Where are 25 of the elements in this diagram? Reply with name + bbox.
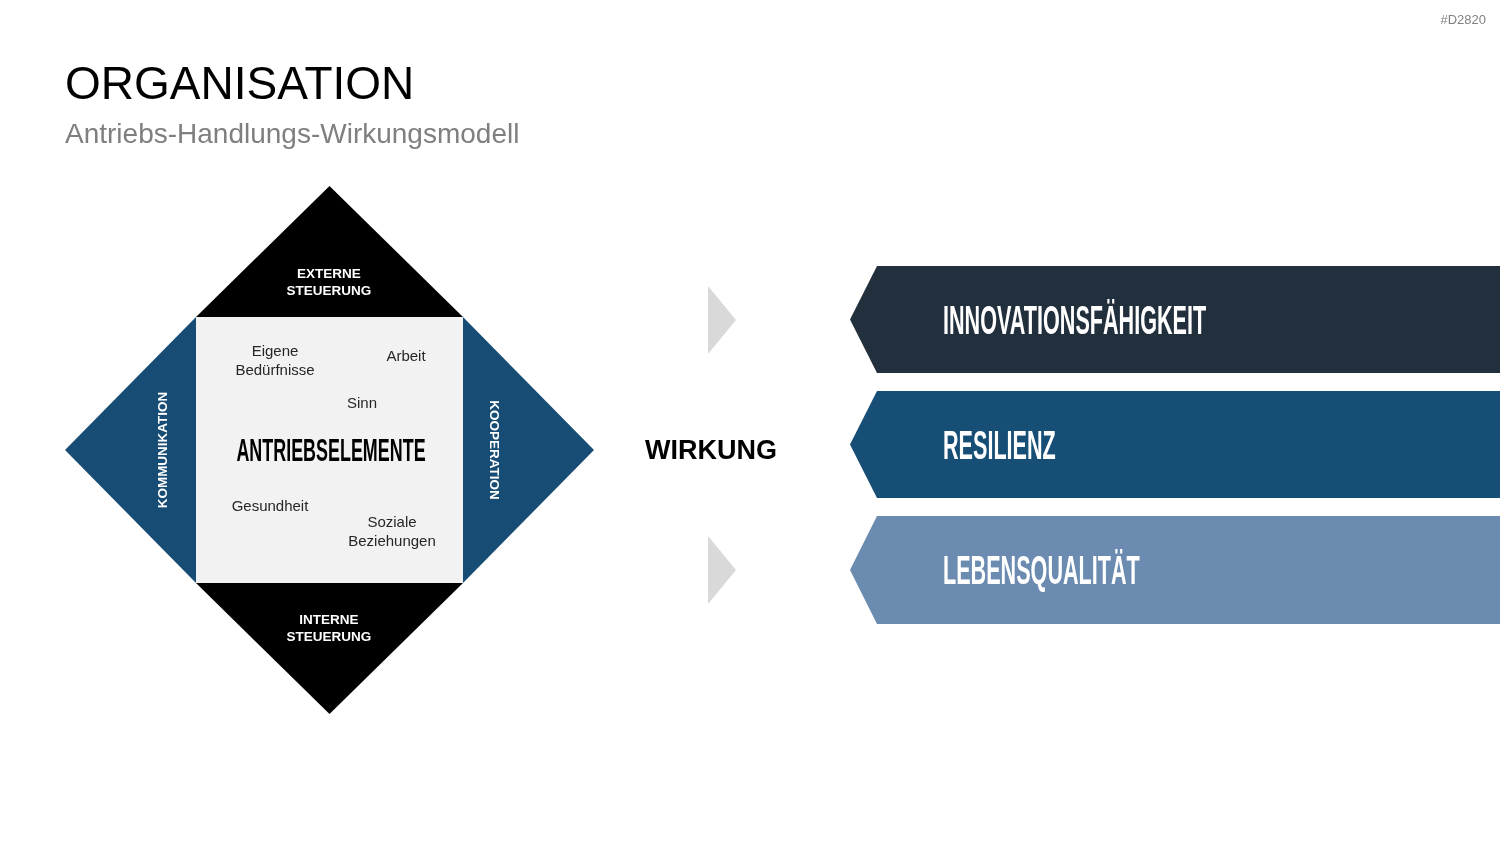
driver-label: Soziale Beziehungen bbox=[347, 513, 437, 551]
pentagon-banner bbox=[850, 391, 1500, 498]
subtitle: Antriebs-Handlungs-Wirkungsmodell bbox=[65, 117, 520, 151]
triangle-segment bbox=[196, 583, 463, 714]
triangle-segment bbox=[65, 317, 196, 583]
segment-label: KOOPERATION bbox=[486, 400, 503, 500]
triangle-segment bbox=[196, 186, 463, 317]
driver-label: Arbeit bbox=[386, 346, 426, 366]
segment-label: EXTERNE STEUERUNG bbox=[285, 266, 373, 300]
driver-label: Sinn bbox=[347, 393, 377, 413]
driver-label: Eigene Bedürfnisse bbox=[234, 342, 316, 380]
panel-heading: ANTRIEBSELEMENTE bbox=[236, 433, 426, 469]
section-heading: WIRKUNG bbox=[645, 434, 777, 468]
segment-label: KOMMUNIKATION bbox=[154, 391, 171, 509]
segment-label: INTERNE STEUERUNG bbox=[285, 612, 373, 646]
banner-label: INNOVATIONSFÄHIGKEIT bbox=[943, 297, 1207, 342]
center-panel bbox=[196, 317, 463, 583]
triangle-segment bbox=[463, 317, 594, 583]
pentagon-banner bbox=[850, 516, 1500, 624]
banner-label: LEBENSQUALITÄT bbox=[943, 548, 1140, 592]
banner-label: RESILIENZ bbox=[943, 422, 1056, 467]
slide-title: ORGANISATION bbox=[65, 56, 415, 111]
driver-label: Gesundheit bbox=[231, 496, 309, 516]
slide-number: #D2820 bbox=[1440, 12, 1486, 29]
pentagon-banner bbox=[850, 266, 1500, 373]
